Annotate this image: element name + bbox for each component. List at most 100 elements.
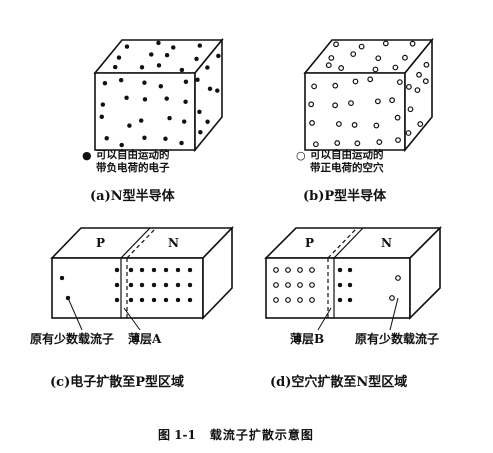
cube-p-side-face bbox=[404, 37, 433, 153]
hole-circle bbox=[309, 120, 315, 126]
block-c-side-face bbox=[202, 226, 233, 320]
minority-carrier-label-c: 原有少数载流子 bbox=[30, 332, 115, 346]
hole-circle bbox=[407, 106, 414, 113]
hole-circle bbox=[312, 141, 319, 148]
hole-circle bbox=[297, 282, 303, 288]
minority-carrier-circle bbox=[389, 295, 395, 301]
electron-dot bbox=[124, 95, 129, 101]
electron-dot bbox=[171, 45, 176, 50]
cube-n-type bbox=[93, 37, 224, 153]
electron-dot bbox=[175, 297, 181, 303]
electron-legend-icon: ● bbox=[82, 149, 92, 162]
hole-circle bbox=[332, 82, 339, 89]
electron-dot bbox=[164, 96, 169, 101]
pointer-lines-d bbox=[317, 297, 399, 331]
hole-circle bbox=[414, 87, 421, 93]
hole-circle bbox=[328, 55, 335, 61]
hole-circle bbox=[273, 282, 279, 288]
hole-circle bbox=[348, 100, 354, 106]
hole-circle bbox=[297, 267, 303, 273]
region-label-n-d: N bbox=[381, 236, 392, 250]
electron-dot bbox=[151, 282, 157, 288]
electron-dot bbox=[151, 267, 157, 273]
diffused-hole-dot bbox=[347, 297, 353, 303]
electron-dot bbox=[163, 136, 168, 141]
caption-d: (d)空穴扩散至N型区域 bbox=[270, 375, 408, 390]
electron-dot bbox=[163, 282, 169, 288]
electron-dot bbox=[119, 142, 124, 148]
hole-circle bbox=[311, 83, 318, 90]
hole-circle bbox=[417, 121, 424, 127]
minority-carrier-circle bbox=[395, 275, 401, 281]
electron-dot bbox=[142, 80, 147, 85]
hole-circle bbox=[350, 51, 357, 58]
hole-circle bbox=[373, 122, 380, 129]
hole-circle bbox=[354, 140, 361, 147]
hole-circle bbox=[309, 267, 315, 273]
electron-dot bbox=[205, 119, 210, 125]
hole-circle bbox=[334, 140, 341, 146]
electron-dot bbox=[181, 119, 187, 124]
hole-circles bbox=[308, 40, 430, 148]
electron-dot bbox=[139, 297, 145, 303]
layer-b-boundary bbox=[327, 227, 364, 318]
electron-dots-junction-c bbox=[59, 267, 193, 303]
electron-dot bbox=[156, 63, 162, 68]
hole-circle bbox=[285, 297, 291, 303]
hole-circle bbox=[352, 78, 359, 85]
diffused-electron-dot bbox=[128, 282, 134, 288]
hole-circle bbox=[382, 40, 389, 47]
hole-circle bbox=[309, 282, 315, 288]
legend-b-line-2: 带正电荷的空穴 bbox=[310, 162, 384, 174]
electron-dot bbox=[187, 297, 193, 303]
electron-dot bbox=[158, 84, 164, 89]
legend-a-line-2: 带负电荷的电子 bbox=[96, 162, 170, 174]
electron-dot bbox=[151, 297, 157, 303]
hole-circle bbox=[422, 78, 429, 85]
hole-circle bbox=[333, 41, 339, 48]
hole-circle bbox=[395, 137, 401, 144]
hole-circle bbox=[335, 121, 342, 127]
diffused-hole-dot bbox=[337, 297, 343, 303]
figure-number: 图 1-1 bbox=[158, 428, 196, 442]
electron-dot bbox=[102, 80, 108, 86]
diffused-electron-dot bbox=[114, 282, 120, 288]
electron-dot bbox=[205, 65, 210, 70]
electron-dot bbox=[99, 114, 105, 120]
cube-n-side-face bbox=[194, 37, 223, 153]
diffused-electron-dot bbox=[128, 297, 134, 303]
electron-dot bbox=[139, 65, 145, 70]
minority-carrier-dot bbox=[59, 275, 65, 281]
electron-dot bbox=[215, 88, 220, 93]
electron-dot bbox=[112, 64, 118, 70]
hole-circle bbox=[409, 40, 416, 47]
electron-dot bbox=[179, 140, 184, 146]
region-label-n-c: N bbox=[168, 236, 179, 250]
hole-circle bbox=[423, 61, 430, 68]
cube-p-type bbox=[303, 37, 434, 153]
electron-dot bbox=[175, 282, 181, 288]
electron-dot bbox=[163, 297, 169, 303]
electron-dot bbox=[138, 118, 144, 123]
electron-dot bbox=[149, 52, 154, 57]
electron-dot bbox=[198, 129, 203, 135]
hole-circle bbox=[308, 101, 315, 108]
legend-b-line-1: 可以自由运动的 bbox=[310, 149, 384, 161]
hole-circles-junction-d bbox=[273, 267, 401, 303]
hole-circle bbox=[374, 98, 381, 105]
hole-circle bbox=[325, 62, 332, 69]
electron-dot bbox=[100, 102, 106, 107]
electron-dot bbox=[183, 99, 188, 105]
electron-dot bbox=[116, 55, 122, 60]
electron-dot bbox=[118, 77, 124, 83]
hole-circle bbox=[396, 79, 403, 86]
hole-circle bbox=[406, 83, 412, 90]
hole-circle bbox=[297, 297, 303, 303]
electron-dot bbox=[175, 267, 181, 273]
hole-circle bbox=[392, 64, 399, 71]
hole-circle bbox=[338, 65, 345, 71]
electron-dot bbox=[139, 282, 145, 288]
electron-dot bbox=[187, 267, 193, 273]
block-junction-c bbox=[50, 226, 234, 320]
